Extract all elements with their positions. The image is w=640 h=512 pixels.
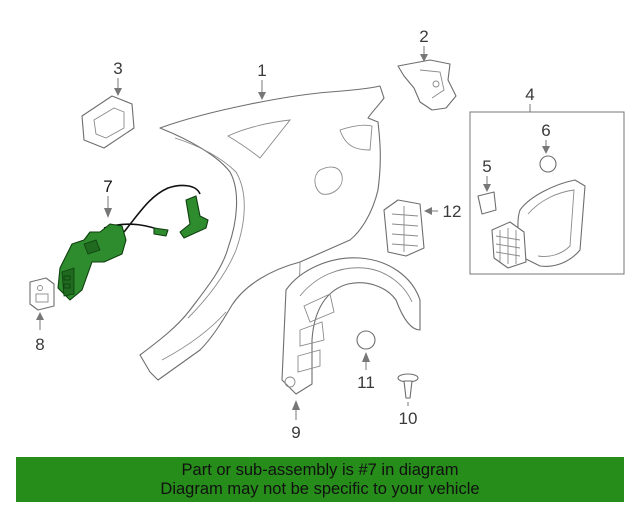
callout-9: 9 [291, 423, 300, 442]
quarter-panel-part [139, 85, 385, 381]
callout-11: 11 [357, 373, 375, 392]
clip-part [397, 373, 419, 399]
banner-line-1: Part or sub-assembly is #7 in diagram [181, 461, 459, 479]
info-banner: Part or sub-assembly is #7 in diagram Di… [16, 457, 624, 502]
callout-6: 6 [541, 121, 550, 140]
leader-lines [36, 46, 550, 420]
callout-10: 10 [399, 409, 418, 428]
actuator-bracket-part [29, 277, 55, 311]
callout-5: 5 [482, 157, 491, 176]
wheel-liner-part [281, 257, 421, 395]
callout-12: 12 [443, 202, 462, 221]
banner-line-2: Diagram may not be specific to your vehi… [160, 480, 480, 498]
fuel-door-assembly-box [469, 111, 625, 275]
bracket-part [397, 59, 457, 111]
callout-4: 4 [525, 85, 534, 104]
fuel-door-actuator-part [57, 184, 209, 301]
callout-1: 1 [257, 61, 266, 80]
callout-2: 2 [419, 27, 428, 46]
callout-3: 3 [113, 59, 122, 78]
parts-diagram: 1 2 3 4 5 6 7 8 9 10 11 12 [29, 27, 625, 442]
trim-cap-part [81, 95, 135, 149]
callout-8: 8 [35, 335, 44, 354]
callout-7: 7 [103, 177, 112, 196]
grommet-part [356, 330, 376, 350]
pocket-part [383, 199, 425, 257]
